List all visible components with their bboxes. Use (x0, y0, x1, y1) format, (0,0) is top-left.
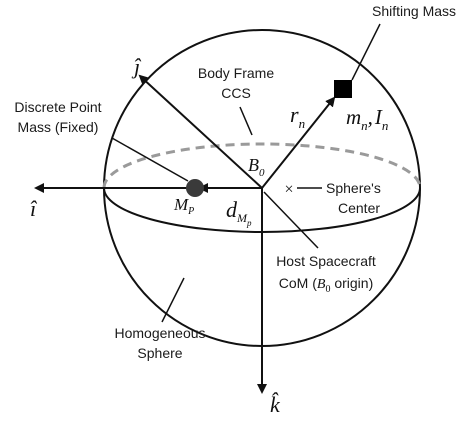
homogeneous-label-2: Sphere (137, 345, 182, 361)
host-spacecraft-label-1: Host Spacecraft (276, 253, 376, 269)
leader-host-spacecraft (263, 191, 319, 249)
leader-discrete-mass (111, 137, 189, 182)
sphere-center-label-1: Sphere's (326, 180, 381, 196)
equator-back-dashed (102, 142, 422, 189)
b0-label: B0 (248, 155, 265, 179)
j-axis (138, 74, 263, 189)
mp-label: MP (173, 195, 194, 217)
body-frame-label-2: CCS (221, 85, 251, 101)
sphere-center-marker: × (284, 181, 293, 198)
r-n-label: rn (290, 102, 305, 131)
point-mass-dot (186, 179, 204, 197)
r-n-vector (261, 96, 336, 189)
discrete-mass-label-1: Discrete Point (14, 99, 101, 115)
j-hat-label: ĵ (131, 54, 142, 79)
shifting-mass-label: Shifting Mass (372, 3, 456, 19)
mn-in-label: mn,In (346, 105, 388, 133)
sphere-center-label-2: Center (338, 200, 380, 216)
discrete-mass-label-2: Mass (Fixed) (18, 119, 99, 135)
leader-shifting-mass (351, 23, 381, 81)
homogeneous-label-1: Homogeneous (114, 325, 205, 341)
leader-homogeneous (161, 277, 185, 323)
k-hat-label: k̂ (270, 392, 281, 417)
host-spacecraft-label-2: CoM (B0 origin) (279, 275, 373, 295)
d-mp-label: dMp (226, 197, 252, 228)
body-frame-label-1: Body Frame (198, 65, 274, 81)
shifting-mass-square (334, 80, 352, 98)
i-hat-label: î (30, 196, 38, 221)
leader-body-frame (239, 106, 253, 136)
